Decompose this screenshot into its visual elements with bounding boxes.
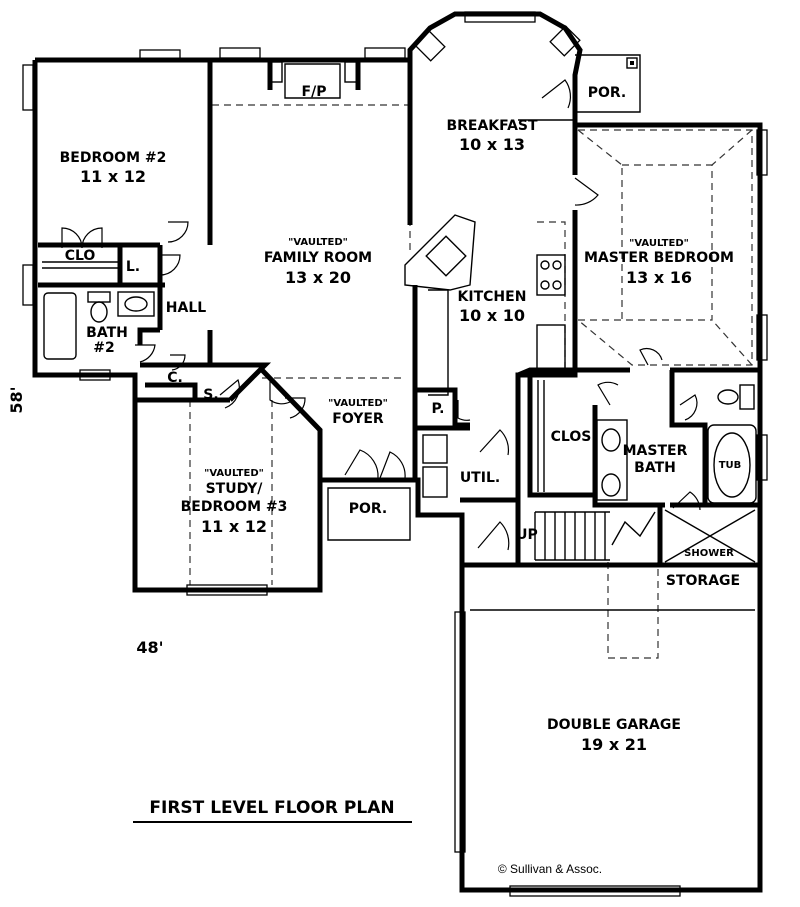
master-name: MASTER BEDROOM xyxy=(584,250,734,266)
fireplace-label: F/P xyxy=(302,84,327,100)
credit-text: © Sullivan & Assoc. xyxy=(498,862,602,876)
depth-dimension: 58' xyxy=(7,386,26,413)
garage-size: 19 x 21 xyxy=(581,735,647,754)
porch-front-label: POR. xyxy=(349,501,388,517)
foyer-note: "VAULTED" xyxy=(328,398,388,409)
family-name: FAMILY ROOM xyxy=(264,250,372,266)
family-size: 13 x 20 xyxy=(285,268,351,287)
tub-label: TUB xyxy=(719,460,742,471)
bedroom2-size: 11 x 12 xyxy=(80,167,146,186)
bath2-line2: #2 xyxy=(93,340,114,356)
master-size: 13 x 16 xyxy=(626,268,692,287)
stairs xyxy=(534,511,656,561)
width-dimension: 48' xyxy=(136,638,163,657)
shower-label: SHOWER xyxy=(684,548,734,559)
porch-rear-label: POR. xyxy=(588,85,627,101)
hall-label: HALL xyxy=(166,300,206,316)
bath2-line1: BATH xyxy=(86,325,128,341)
clo-label: CLO xyxy=(65,248,96,264)
kitchen-name: KITCHEN xyxy=(458,289,527,305)
clos-label: CLOS xyxy=(551,429,592,445)
master-bath-line1: MASTER xyxy=(623,443,688,459)
bedroom2-name: BEDROOM #2 xyxy=(60,150,167,166)
util-label: UTIL. xyxy=(460,470,500,486)
plan-title: FIRST LEVEL FLOOR PLAN xyxy=(149,798,394,818)
study-size: 11 x 12 xyxy=(201,517,267,536)
family-note: "VAULTED" xyxy=(288,237,348,248)
pantry-label: P. xyxy=(431,401,444,417)
room-labels: BEDROOM #2 11 x 12 CLO L. HALL BATH #2 C… xyxy=(60,84,742,754)
walls xyxy=(32,11,763,893)
study-line1: STUDY/ xyxy=(206,481,264,497)
foyer-name: FOYER xyxy=(332,411,384,427)
storage-label: STORAGE xyxy=(666,573,740,589)
linen-label: L. xyxy=(126,259,140,275)
breakfast-size: 10 x 13 xyxy=(459,135,525,154)
breakfast-name: BREAKFAST xyxy=(446,118,538,134)
closet-c-label: C. xyxy=(167,370,183,386)
up-label: UP xyxy=(516,527,538,543)
master-bath-line2: BATH xyxy=(634,460,676,476)
kitchen-size: 10 x 10 xyxy=(459,306,525,325)
garage-name: DOUBLE GARAGE xyxy=(547,717,681,733)
storage-s-label: S. xyxy=(203,387,218,403)
master-note: "VAULTED" xyxy=(629,238,689,249)
study-note: "VAULTED" xyxy=(204,468,264,479)
annotations: 48' 58' FIRST LEVEL FLOOR PLAN © Sulliva… xyxy=(7,386,602,876)
study-line2: BEDROOM #3 xyxy=(181,499,288,515)
